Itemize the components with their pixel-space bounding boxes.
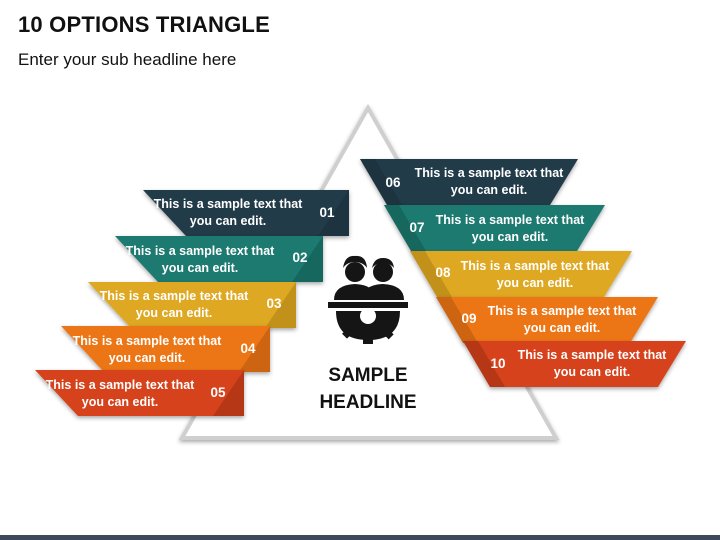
option-number-09: 09: [461, 311, 477, 326]
right-band-07[interactable]: [384, 205, 605, 251]
option-text-01: This is a sample text that you can edit.: [153, 197, 303, 228]
option-number-04: 04: [240, 341, 256, 356]
option-text-07: This is a sample text that you can edit.: [435, 213, 585, 244]
left-band-05[interactable]: [35, 370, 244, 416]
bottom-bar: [0, 535, 720, 540]
option-text-02: This is a sample text that you can edit.: [125, 244, 275, 275]
option-text-05: This is a sample text that you can edit.: [45, 378, 195, 409]
option-number-05: 05: [210, 385, 226, 400]
option-number-01: 01: [319, 205, 335, 220]
option-text-08: This is a sample text that you can edit.: [460, 259, 610, 290]
page-subtitle: Enter your sub headline here: [18, 50, 237, 69]
left-band-04[interactable]: [61, 326, 270, 372]
option-number-06: 06: [385, 175, 401, 190]
left-band-01[interactable]: [143, 190, 349, 236]
option-number-08: 08: [435, 265, 451, 280]
center-headline: SAMPLE HEADLINE: [319, 365, 417, 413]
right-band-06[interactable]: [360, 159, 578, 205]
option-number-10: 10: [490, 356, 506, 371]
option-text-09: This is a sample text that you can edit.: [487, 304, 637, 335]
page-title: 10 OPTIONS TRIANGLE: [18, 12, 270, 37]
option-number-02: 02: [292, 250, 308, 265]
option-text-03: This is a sample text that you can edit.: [99, 289, 249, 320]
option-text-10: This is a sample text that you can edit.: [517, 348, 667, 379]
left-band-02[interactable]: [115, 236, 323, 282]
right-band-10[interactable]: [463, 341, 686, 387]
option-number-07: 07: [409, 220, 425, 235]
left-band-03[interactable]: [88, 282, 296, 328]
option-number-03: 03: [266, 296, 282, 311]
option-text-04: This is a sample text that you can edit.: [72, 334, 222, 365]
option-text-06: This is a sample text that you can edit.: [414, 166, 564, 197]
right-band-08[interactable]: [410, 251, 632, 297]
right-band-09[interactable]: [436, 297, 658, 343]
team-gear-icon: [328, 255, 408, 344]
